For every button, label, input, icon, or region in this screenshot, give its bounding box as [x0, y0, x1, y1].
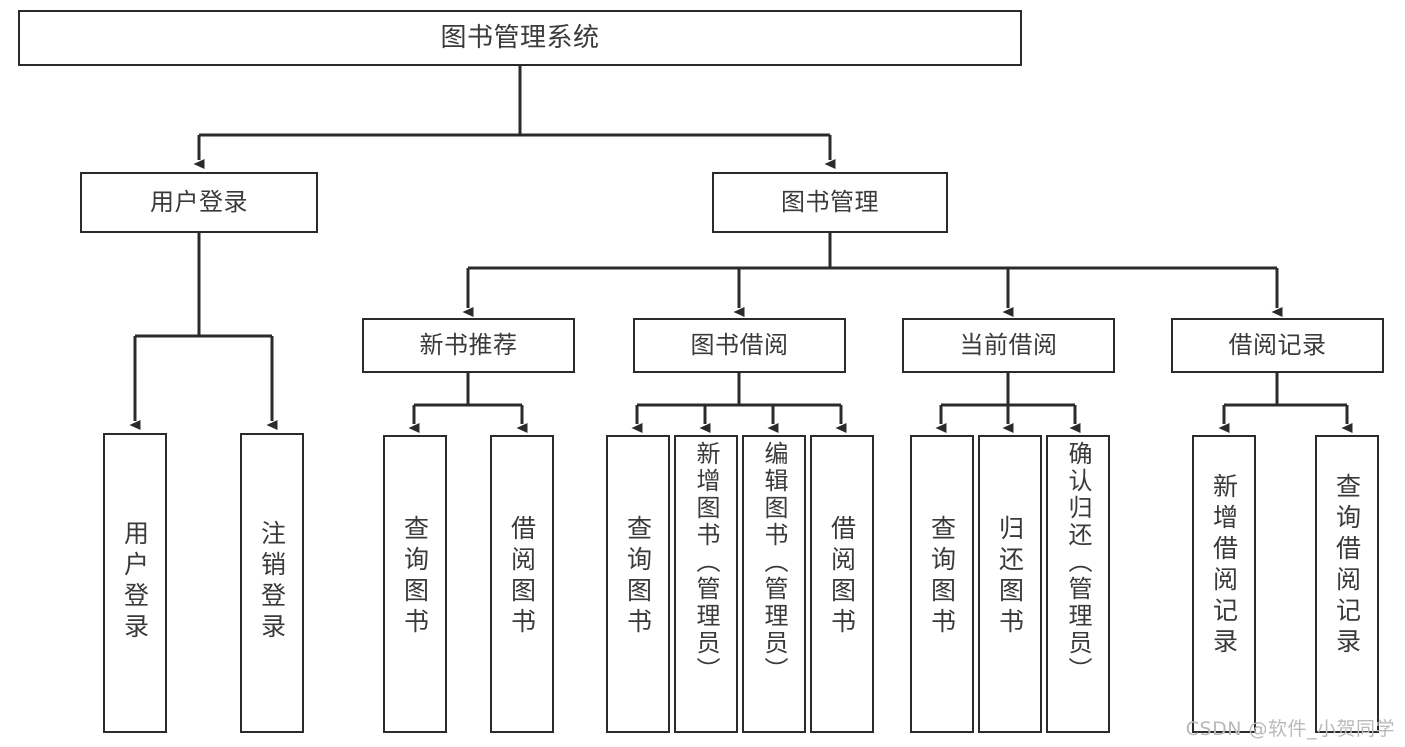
leaf-query-book-1[interactable]: 查询图书 [383, 435, 447, 733]
node-user-login[interactable]: 用户登录 [80, 172, 318, 233]
leaf-query-book-2-label: 查询图书 [623, 515, 653, 639]
node-borrow-record[interactable]: 借阅记录 [1171, 318, 1384, 373]
leaf-query-record-label: 查询借阅记录 [1332, 473, 1362, 659]
leaf-user-logout[interactable]: 注销登录 [240, 433, 304, 733]
node-borrow-record-label: 借阅记录 [1228, 331, 1327, 360]
node-current-borrow[interactable]: 当前借阅 [902, 318, 1115, 373]
leaf-return-book[interactable]: 归还图书 [978, 435, 1042, 733]
node-root-label: 图书管理系统 [440, 22, 600, 53]
node-book-borrow[interactable]: 图书借阅 [633, 318, 846, 373]
node-book-manage[interactable]: 图书管理 [712, 172, 948, 233]
leaf-borrow-book-1[interactable]: 借阅图书 [490, 435, 554, 733]
leaf-add-record-label: 新增借阅记录 [1209, 473, 1239, 659]
node-root[interactable]: 图书管理系统 [18, 10, 1022, 66]
leaf-user-login-label: 用户登录 [120, 520, 150, 644]
leaf-confirm-return-label: 确认归还（管理员） [1064, 441, 1092, 684]
leaf-borrow-book-2-label: 借阅图书 [827, 515, 857, 639]
leaf-borrow-book-1-label: 借阅图书 [507, 515, 537, 639]
csdn-watermark: CSDN @软件_小贺同学 [1185, 718, 1395, 740]
node-new-book-recommend-label: 新书推荐 [419, 331, 518, 360]
leaf-user-login[interactable]: 用户登录 [103, 433, 167, 733]
node-current-borrow-label: 当前借阅 [959, 331, 1058, 360]
node-book-borrow-label: 图书借阅 [690, 331, 789, 360]
leaf-edit-book-label: 编辑图书（管理员） [760, 441, 788, 684]
leaf-return-book-label: 归还图书 [995, 515, 1025, 639]
leaf-query-book-1-label: 查询图书 [400, 515, 430, 639]
node-book-manage-label: 图书管理 [781, 188, 879, 217]
leaf-borrow-book-2[interactable]: 借阅图书 [810, 435, 874, 733]
node-user-login-label: 用户登录 [150, 188, 248, 217]
leaf-query-book-3[interactable]: 查询图书 [910, 435, 974, 733]
leaf-add-book[interactable]: 新增图书（管理员） [674, 435, 738, 733]
leaf-query-book-3-label: 查询图书 [927, 515, 957, 639]
node-new-book-recommend[interactable]: 新书推荐 [362, 318, 575, 373]
leaf-add-book-label: 新增图书（管理员） [692, 441, 720, 684]
leaf-add-record[interactable]: 新增借阅记录 [1192, 435, 1256, 733]
leaf-query-record[interactable]: 查询借阅记录 [1315, 435, 1379, 733]
leaf-confirm-return[interactable]: 确认归还（管理员） [1046, 435, 1110, 733]
leaf-edit-book[interactable]: 编辑图书（管理员） [742, 435, 806, 733]
leaf-query-book-2[interactable]: 查询图书 [606, 435, 670, 733]
leaf-user-logout-label: 注销登录 [257, 520, 287, 644]
